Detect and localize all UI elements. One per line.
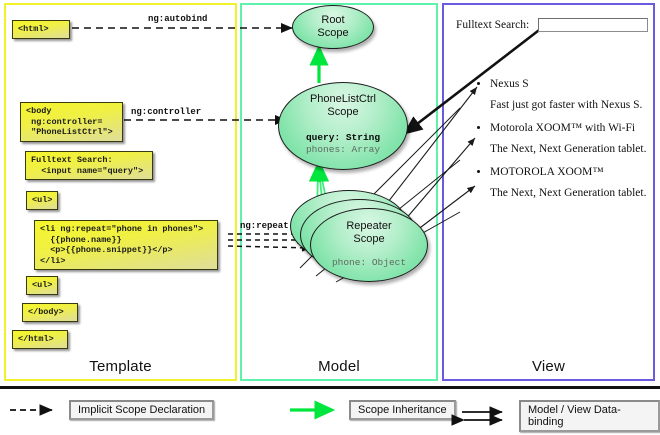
panel-view-label: View xyxy=(531,358,566,375)
scope-phonelistctrl-prop-query: query: String xyxy=(305,132,381,143)
legend-model-view-data-binding-label: Model / View Data-binding xyxy=(519,400,660,432)
scope-root-title-2: Scope xyxy=(317,27,349,39)
view-item-snippet: The Next, Next Generation tablet. xyxy=(490,143,647,155)
panel-model: Model xyxy=(240,3,438,381)
panel-template-label: Template xyxy=(89,358,152,375)
list-item: Nexus S Fast just got faster with Nexus … xyxy=(474,77,654,112)
scope-repeater-title-1: Repeater xyxy=(346,220,392,232)
scope-phonelistctrl-title-2: Scope xyxy=(327,106,359,118)
view-item-snippet: Fast just got faster with Nexus S. xyxy=(490,99,643,111)
template-box-search: Fulltext Search: <input name="query"> xyxy=(25,151,153,180)
double-arrow-icon xyxy=(451,406,503,426)
legend-scope-inheritance: Scope Inheritance xyxy=(290,400,456,420)
panel-model-label: Model xyxy=(318,358,360,375)
view-item-name: MOTOROLA XOOM™ xyxy=(490,166,604,178)
panel-view: View xyxy=(442,3,655,381)
view-phone-list: Nexus S Fast just got faster with Nexus … xyxy=(474,77,654,209)
scope-repeater-title-2: Scope xyxy=(353,233,385,245)
scope-phonelistctrl-title-1: PhoneListCtrl xyxy=(309,93,377,105)
scope-repeater-scope: Repeater Scope phone: Object xyxy=(310,208,428,282)
view-search-label: Fulltext Search: xyxy=(456,19,530,31)
template-box-html-open: <html> xyxy=(12,20,70,39)
template-box-body-close: </body> xyxy=(22,303,78,322)
legend-implicit-scope-declaration: Implicit Scope Declaration xyxy=(10,400,215,420)
green-arrow-icon xyxy=(290,400,336,420)
scope-phonelistctrl-scope: PhoneListCtrl Scope query: String phones… xyxy=(278,82,408,170)
connector-label-ng-autobind: ng:autobind xyxy=(148,14,208,24)
list-item: MOTOROLA XOOM™ The Next, Next Generation… xyxy=(474,165,654,200)
connector-repeater-to-view-item-1 xyxy=(377,86,478,216)
template-box-ul-close: <ul> xyxy=(26,276,58,295)
template-box-body-open: <body ng:controller= "PhoneListCtrl"> xyxy=(20,102,123,142)
scope-root-title-1: Root xyxy=(321,14,345,26)
scope-root-scope: Root Scope xyxy=(292,5,374,49)
bullet-icon xyxy=(477,170,480,173)
connector-label-ng-repeat: ng:repeat xyxy=(240,221,289,231)
list-item: Motorola XOOM™ with Wi-Fi The Next, Next… xyxy=(474,121,654,156)
legend-model-view-data-binding: Model / View Data-binding xyxy=(451,400,660,432)
bullet-icon xyxy=(477,126,480,129)
template-box-html-close: </html> xyxy=(12,330,68,349)
view-item-name: Motorola XOOM™ with Wi-Fi xyxy=(490,122,636,134)
legend-divider xyxy=(0,386,660,389)
bullet-icon xyxy=(477,82,480,85)
connector-query-databinding xyxy=(402,22,548,136)
template-box-ul-open: <ul> xyxy=(26,191,58,210)
connector-repeater-to-view-item-2 xyxy=(397,137,476,229)
view-item-snippet: The Next, Next Generation tablet. xyxy=(490,187,647,199)
legend: Implicit Scope Declaration Scope Inherit… xyxy=(0,392,660,435)
view-search-input[interactable] xyxy=(538,18,648,32)
scope-phonelistctrl-prop-phones: phones: Array xyxy=(305,144,381,155)
connector-ng-repeat-3 xyxy=(227,243,312,252)
scope-repeater-prop-phone: phone: Object xyxy=(331,257,407,268)
legend-implicit-scope-declaration-label: Implicit Scope Declaration xyxy=(69,400,215,420)
legend-scope-inheritance-label: Scope Inheritance xyxy=(349,400,456,420)
dashed-arrow-icon xyxy=(10,404,53,416)
connector-label-ng-controller: ng:controller xyxy=(131,107,202,117)
view-content: Fulltext Search: Nexus S Fast just got f… xyxy=(442,3,655,381)
view-item-name: Nexus S xyxy=(490,78,529,90)
template-box-li-repeat: <li ng:repeat="phone in phones"> {{phone… xyxy=(34,220,218,270)
